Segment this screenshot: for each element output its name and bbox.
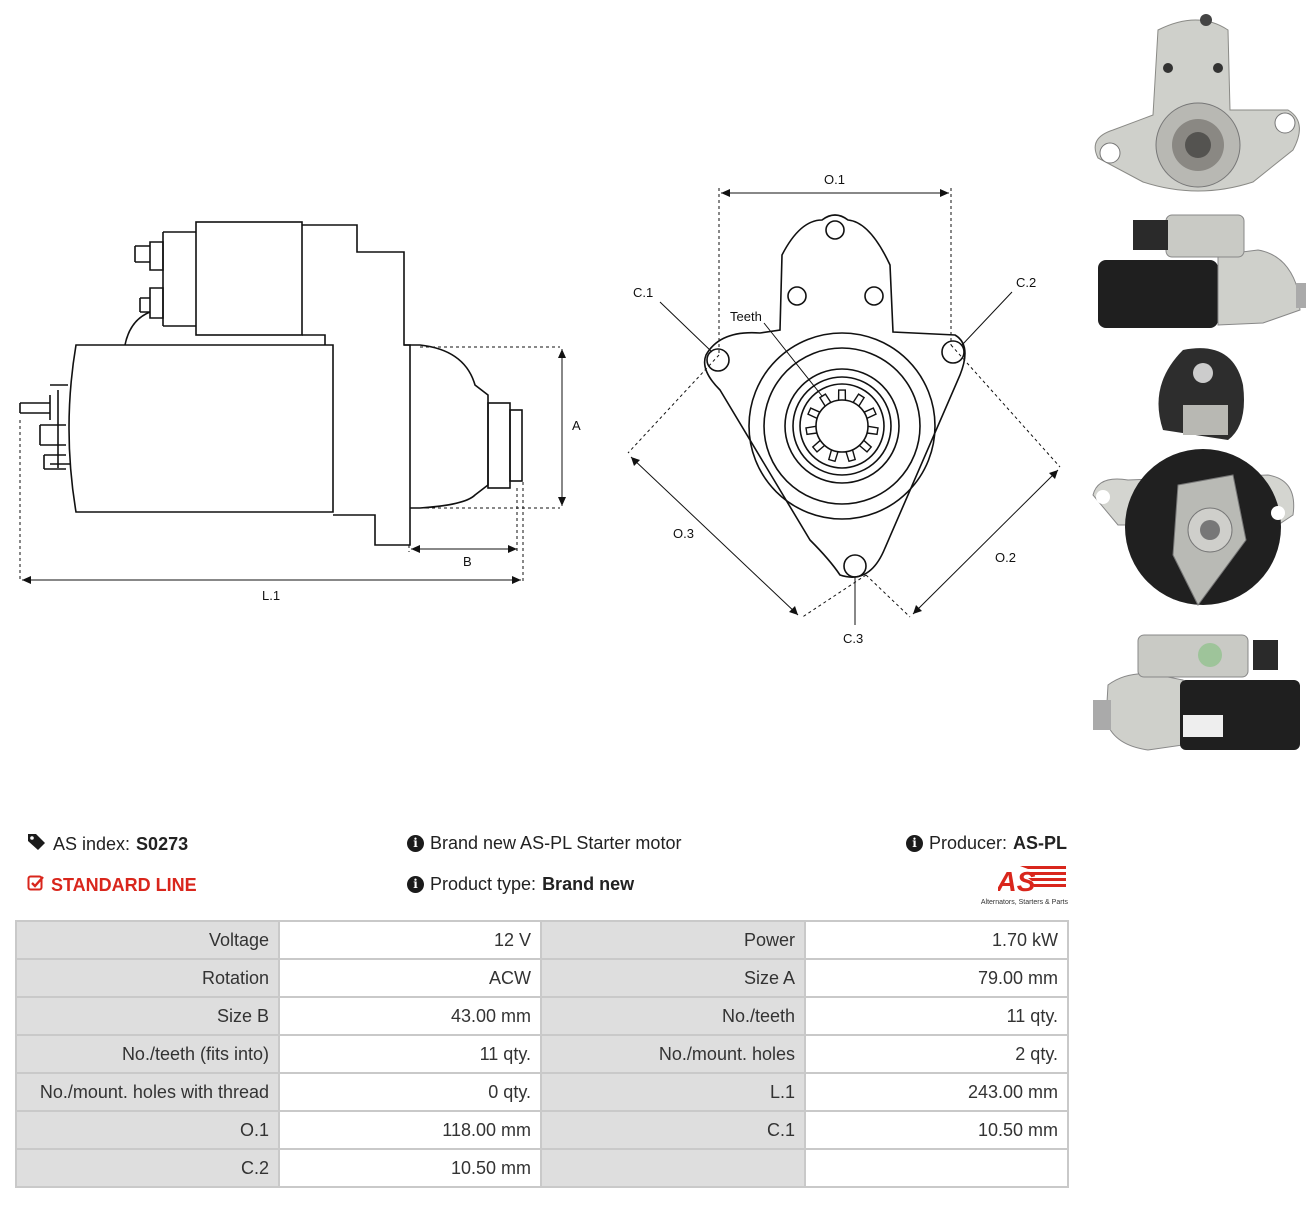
as-pl-logo: AS Alternators, Starters & Parts [964,864,1068,906]
as-logo-mark: AS [996,866,1066,897]
label-o3: O.3 [673,526,694,541]
spec-label: Size A [540,958,806,998]
side-view-label-photo [1093,634,1300,751]
flange-outline [703,214,966,578]
housing-circle [748,332,936,520]
spec-value: 10.50 mm [804,1110,1069,1150]
label-o2: O.2 [995,550,1016,565]
label-c1: C.1 [633,285,653,300]
mount-hole-c2 [941,340,965,364]
standard-line-label: STANDARD LINE [51,875,197,895]
producer-label: Producer: [929,833,1008,853]
label-o1: O.1 [824,172,845,187]
svg-text:AS: AS [998,866,1036,894]
spec-value: 2 qty. [804,1034,1069,1074]
pinion-circle [815,399,869,453]
housing-outline [302,224,411,546]
description: i Brand new AS-PL Starter motor [407,833,681,854]
info-icon: i [407,835,424,852]
check-square-icon [27,874,45,897]
rear-view-photo [1092,348,1295,606]
description-text: Brand new AS-PL Starter motor [430,833,682,853]
spec-label: No./mount. holes [540,1034,806,1074]
technical-drawing: A B L.1 O.1 O.2 O.3 C.1 C.2 C.3 Teeth [19,172,1061,646]
spec-value: 118.00 mm [278,1110,542,1150]
as-index: AS index: S0273 [27,833,188,856]
spec-row: No./teeth (fits into)11 qty.No./mount. h… [15,1034,1069,1074]
info-icon: i [906,835,923,852]
spec-value: 0 qty. [278,1072,542,1112]
spec-label: Size B [15,996,280,1036]
label-a: A [572,418,581,433]
motor-body-outline [68,344,334,513]
spec-value: 10.50 mm [278,1148,542,1188]
solenoid-outline [195,221,303,336]
spec-label: C.2 [15,1148,280,1188]
spec-value: 12 V [278,920,542,960]
spec-value: 1.70 kW [804,920,1069,960]
pinion-tooth-outline [805,389,879,463]
label-b: B [463,554,472,569]
spec-label: No./teeth [540,996,806,1036]
label-c3: C.3 [843,631,863,646]
info-icon: i [407,876,424,893]
label-teeth: Teeth [730,309,762,324]
spec-label: Voltage [15,920,280,960]
pinion-outline [487,402,511,489]
spec-label: L.1 [540,1072,806,1112]
spec-label: O.1 [15,1110,280,1150]
logo-subtitle: Alternators, Starters & Parts [980,899,1068,906]
spec-label: C.1 [540,1110,806,1150]
mount-hole-c1 [706,348,730,372]
pinion-teeth [805,389,879,463]
product-type-value: Brand new [542,874,635,894]
as-index-value: S0273 [136,834,189,854]
producer-value: AS-PL [1013,833,1068,853]
spec-label: No./teeth (fits into) [15,1034,280,1074]
mount-hole-c3 [843,554,867,578]
spec-value [804,1148,1069,1188]
spec-value: 11 qty. [804,996,1069,1036]
side-view-photo [1098,214,1306,328]
label-l1: L.1 [262,588,280,603]
front-view-photo [1094,14,1300,192]
spec-label [540,1148,806,1188]
spec-label: No./mount. holes with thread [15,1072,280,1112]
spec-value: 43.00 mm [278,996,542,1036]
standard-line: STANDARD LINE [27,874,197,897]
producer: i Producer: AS-PL [906,833,1067,854]
spec-value: 79.00 mm [804,958,1069,998]
label-c2: C.2 [1016,275,1036,290]
spec-value: 243.00 mm [804,1072,1069,1112]
tag-icon [27,833,47,856]
as-index-label: AS index: [53,834,131,854]
product-type-label: Product type: [430,874,537,894]
product-type: i Product type: Brand new [407,874,634,895]
spec-value: 11 qty. [278,1034,542,1074]
spec-label: Rotation [15,958,280,998]
spec-label: Power [540,920,806,960]
spec-value: ACW [278,958,542,998]
